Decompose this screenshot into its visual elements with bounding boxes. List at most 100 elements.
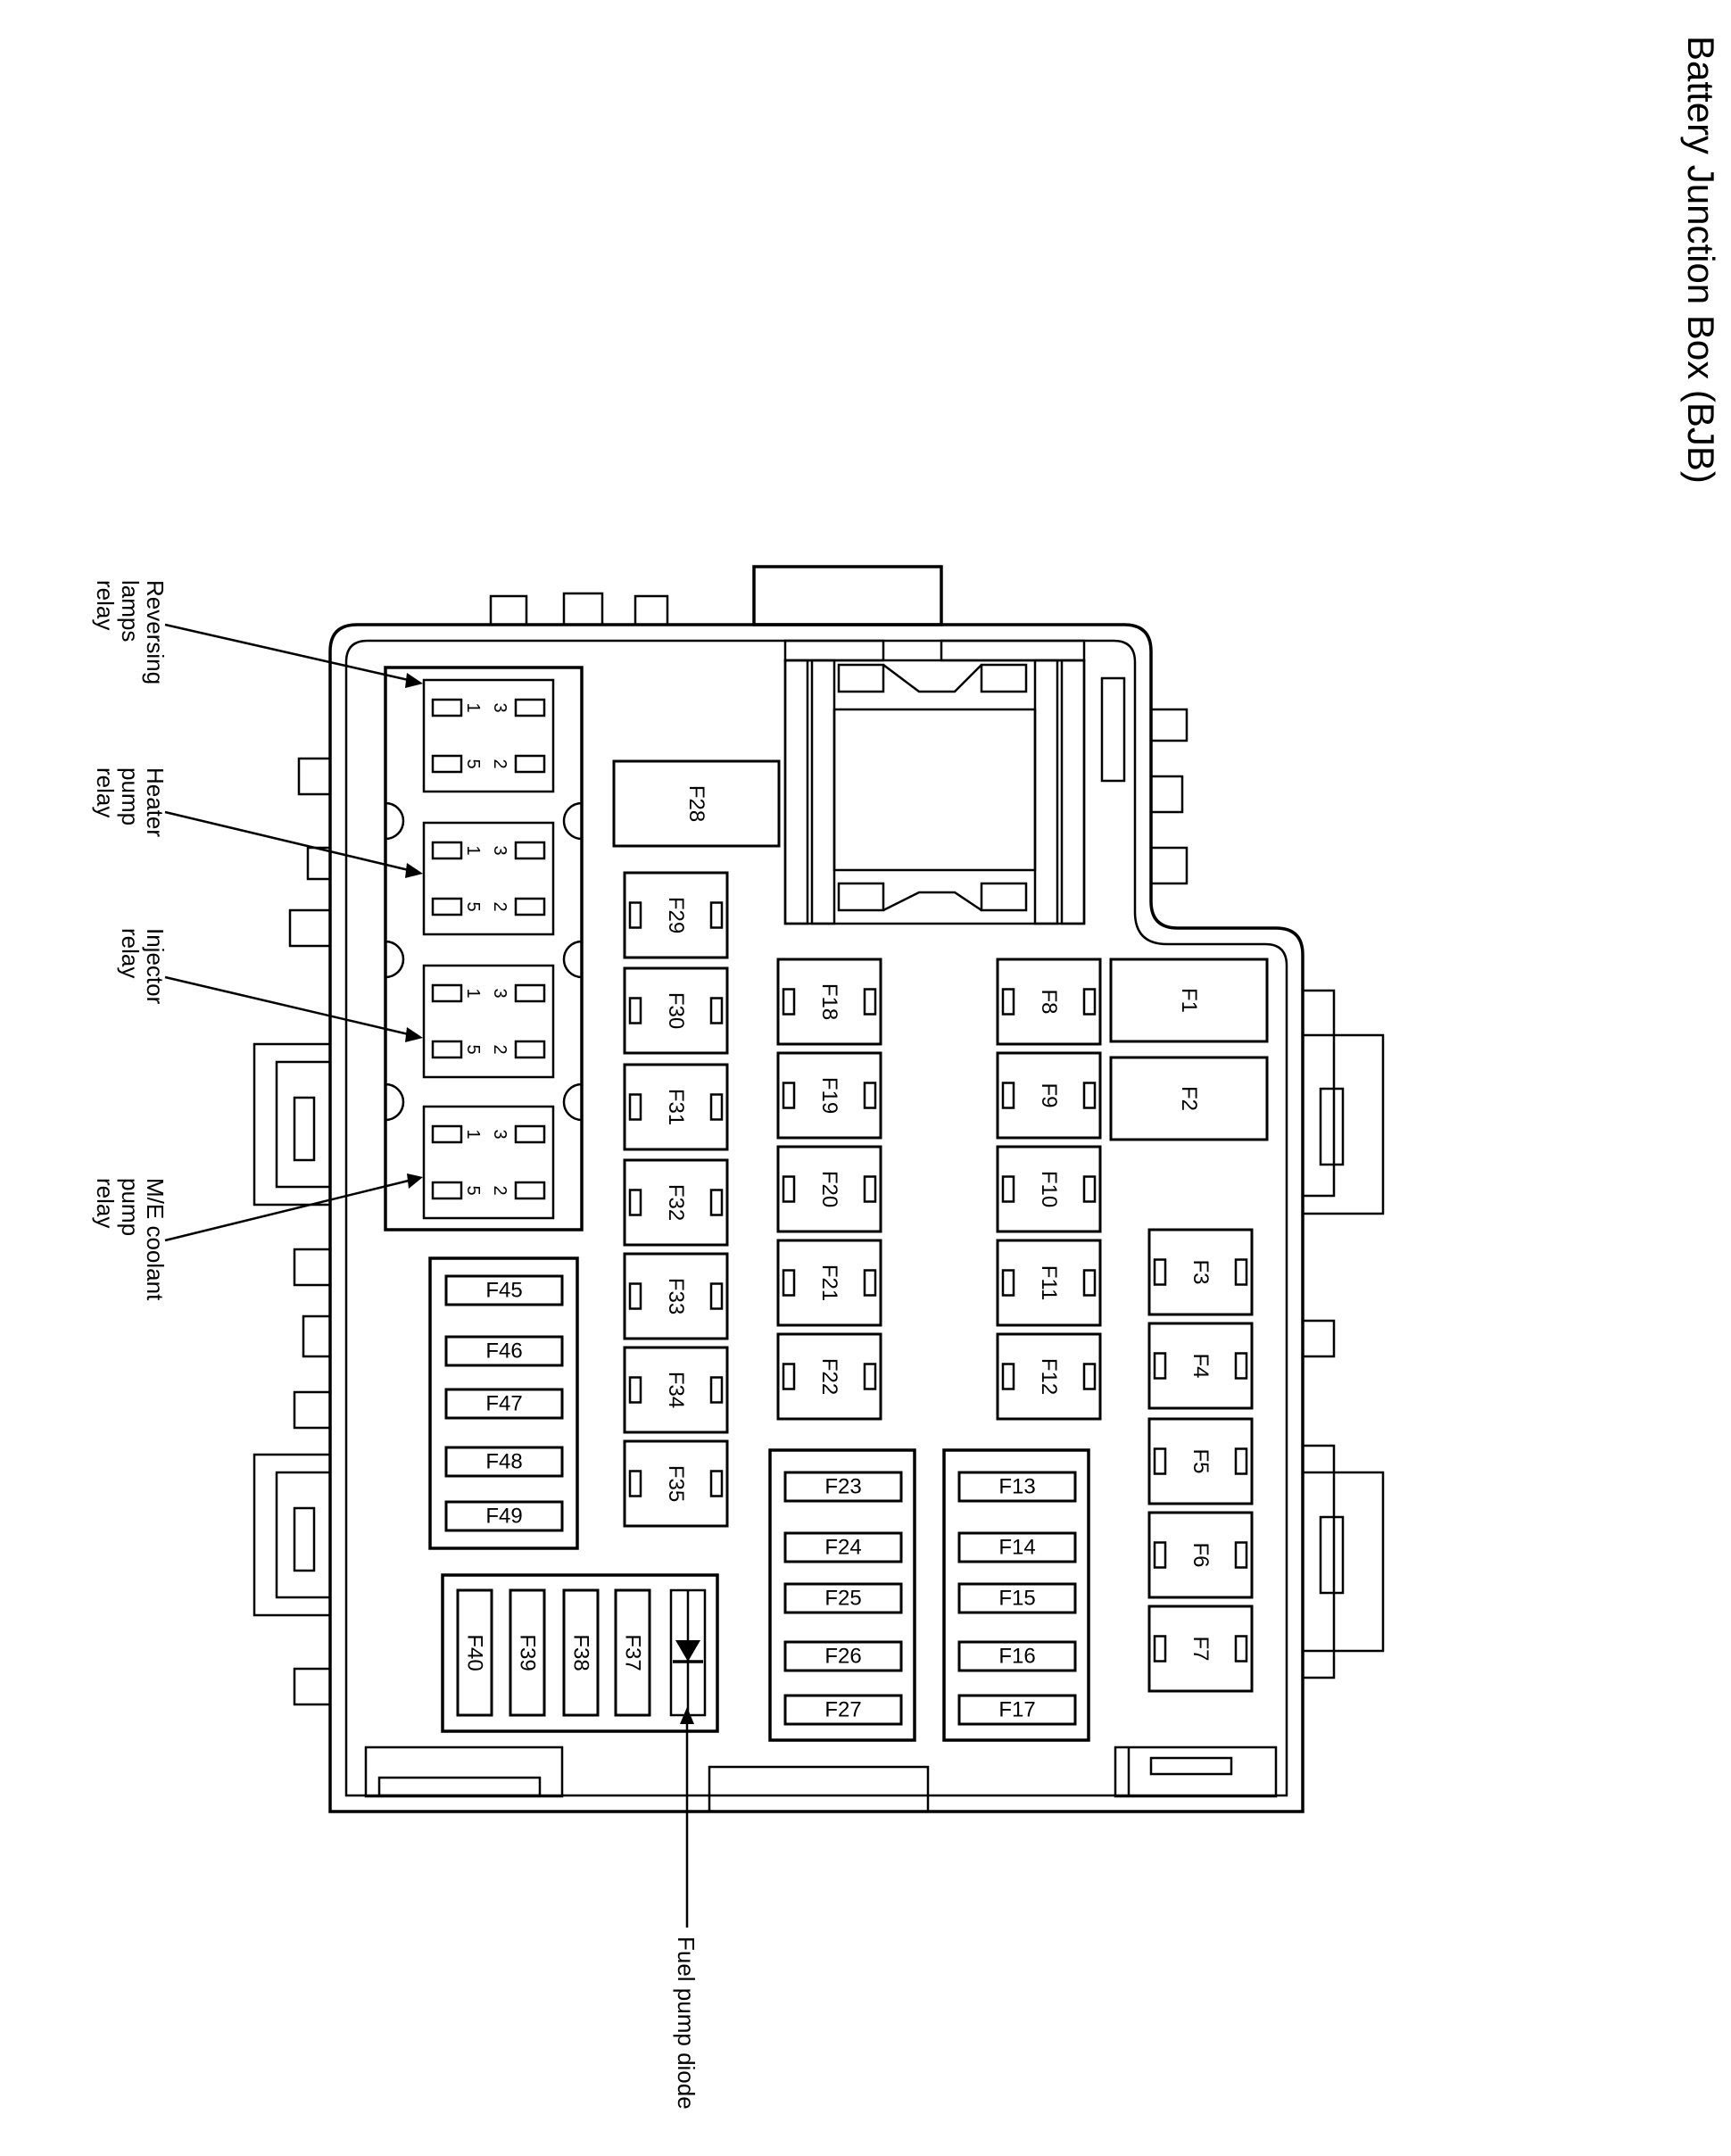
callout-coolant-line-1: M/E coolant (142, 1178, 169, 1301)
relay-pin-1: 1 (463, 988, 483, 998)
fuse-f40: F40 (456, 1588, 493, 1717)
fuse-f20: F20 (776, 1145, 882, 1233)
fuse-groups (428, 1256, 1090, 1742)
fuse-label-f25: F25 (824, 1587, 861, 1611)
fuse-label-f3: F3 (1189, 1259, 1213, 1284)
fuse-label-f23: F23 (824, 1475, 861, 1499)
fuse-f37: F37 (614, 1588, 651, 1717)
relay-pin-5: 5 (463, 1044, 483, 1054)
fuse-label-f47: F47 (485, 1392, 522, 1416)
fuse-f3: F3 (1147, 1228, 1254, 1316)
fuse-label-f37: F37 (621, 1634, 645, 1671)
fuse-f6: F6 (1147, 1511, 1254, 1599)
relay-pin-2: 2 (490, 1185, 509, 1195)
fuse-label-f27: F27 (824, 1698, 861, 1722)
relay-pin-3: 3 (490, 1129, 509, 1139)
fuse-f8: F8 (996, 958, 1102, 1046)
callout-reversing-line-3: relay (92, 580, 119, 630)
fuse-label-f17: F17 (998, 1698, 1035, 1722)
callouts: ReversinglampsrelayHeaterpumprelayInject… (92, 580, 700, 2110)
fuse-f14: F14 (957, 1531, 1077, 1563)
fuse-f10: F10 (996, 1145, 1102, 1233)
fuse-f11: F11 (996, 1239, 1102, 1327)
fuse-label-f20: F20 (817, 1171, 841, 1207)
relay-pin-1: 1 (463, 1129, 483, 1139)
fuse-label-f49: F49 (485, 1505, 522, 1529)
relay-pin-2: 2 (490, 901, 509, 911)
fuse-label-f34: F34 (664, 1372, 688, 1408)
fuse-f19: F19 (776, 1051, 882, 1140)
fuses: F1F2F3F4F5F6F7F8F9F10F11F12F18F19F20F21F… (444, 759, 1269, 1726)
fuse-label-f48: F48 (485, 1450, 522, 1474)
fuse-label-f16: F16 (998, 1645, 1035, 1669)
fuse-label-f1: F1 (1177, 988, 1201, 1013)
fuse-f38: F38 (562, 1588, 600, 1717)
fuse-label-f5: F5 (1189, 1448, 1213, 1473)
fuse-f9: F9 (996, 1051, 1102, 1140)
fuse-f48: F48 (444, 1446, 564, 1478)
fuse-f26: F26 (783, 1640, 903, 1672)
callout-injector-line-1: Injector (142, 928, 169, 1005)
fuse-label-f29: F29 (664, 897, 688, 933)
fuse-label-f32: F32 (664, 1184, 688, 1221)
fuse-label-f7: F7 (1189, 1636, 1213, 1661)
fuse-label-f11: F11 (1037, 1265, 1061, 1301)
fuse-f33: F33 (623, 1252, 729, 1340)
relay-pin-3: 3 (490, 702, 509, 712)
fuse-label-f2: F2 (1177, 1086, 1201, 1111)
callout-coolant-line-3: relay (92, 1178, 119, 1228)
fuse-label-f38: F38 (569, 1634, 593, 1671)
fuse-f17: F17 (957, 1694, 1077, 1726)
fuse-label-f12: F12 (1037, 1358, 1061, 1395)
fuel-pump-diode (669, 1588, 707, 1717)
fuse-f27: F27 (783, 1694, 903, 1726)
relay-pin-2: 2 (490, 1044, 509, 1054)
fuse-f28: F28 (612, 759, 781, 848)
fuse-label-f40: F40 (463, 1634, 487, 1671)
callout-reversing-line-2: lamps (117, 580, 144, 642)
fuse-label-f18: F18 (817, 983, 841, 1020)
fuse-f29: F29 (623, 871, 729, 959)
relay-pin-5: 5 (463, 901, 483, 911)
callout-heater-line-2: pump (117, 767, 144, 825)
fuse-f12: F12 (996, 1332, 1102, 1421)
fuse-label-f19: F19 (817, 1077, 841, 1114)
fuse-label-f6: F6 (1189, 1542, 1213, 1567)
fuse-f1: F1 (1109, 958, 1269, 1043)
relay-pin-1: 1 (463, 845, 483, 855)
fuse-f34: F34 (623, 1346, 729, 1434)
fuse-f15: F15 (957, 1582, 1077, 1614)
fuse-label-f46: F46 (485, 1339, 522, 1364)
fuse-f16: F16 (957, 1640, 1077, 1672)
fuse-f49: F49 (444, 1500, 564, 1532)
fuse-label-f45: F45 (485, 1279, 522, 1303)
callout-reversing-line-1: Reversing (142, 580, 169, 684)
fuse-f47: F47 (444, 1388, 564, 1420)
fuse-label-f8: F8 (1037, 989, 1061, 1014)
relay-block (384, 666, 584, 1231)
fuse-f18: F18 (776, 958, 882, 1046)
fuse-f23: F23 (783, 1471, 903, 1503)
relay-injector: 31 25 (422, 964, 555, 1079)
fuse-f45: F45 (444, 1274, 564, 1306)
relay-pin-3: 3 (490, 988, 509, 998)
fuse-label-f31: F31 (664, 1089, 688, 1125)
fuse-f21: F21 (776, 1239, 882, 1327)
callout-heater-line-1: Heater (142, 767, 169, 837)
callout-heater-line-3: relay (92, 767, 119, 817)
fuse-f5: F5 (1147, 1417, 1254, 1505)
relay-pin-5: 5 (463, 759, 483, 768)
fuse-label-f22: F22 (817, 1358, 841, 1395)
fuse-label-f13: F13 (998, 1475, 1035, 1499)
callout-injector-line-2: relay (117, 928, 144, 978)
fuse-f46: F46 (444, 1335, 564, 1367)
callout-coolant-line-2: pump (117, 1178, 144, 1236)
fuse-f31: F31 (623, 1063, 729, 1151)
fuse-f35: F35 (623, 1439, 729, 1528)
fuse-label-f14: F14 (998, 1536, 1035, 1560)
fuse-label-f21: F21 (817, 1265, 841, 1301)
fuse-label-f39: F39 (516, 1634, 540, 1671)
